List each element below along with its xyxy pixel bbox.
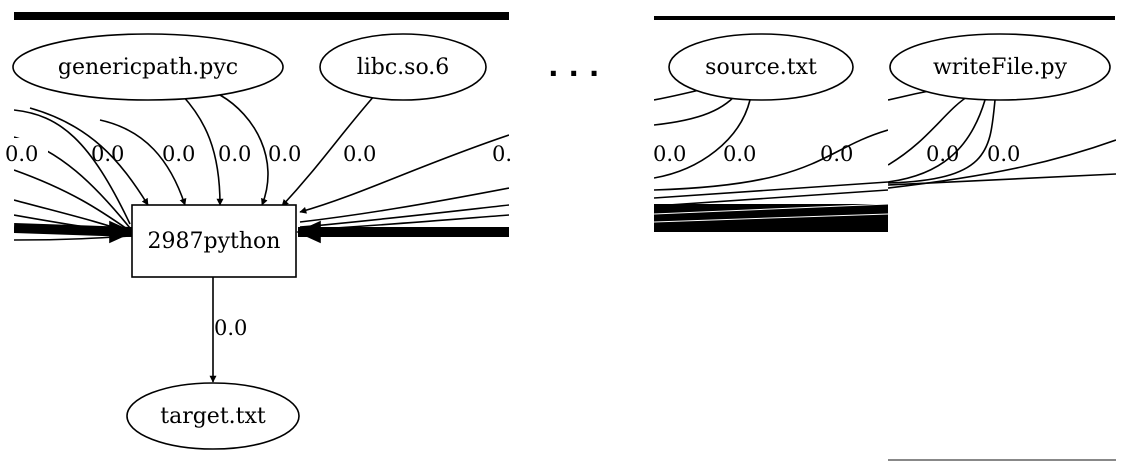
- edge-label: 0.0: [5, 142, 38, 166]
- edge-genericpath-2: [181, 94, 224, 206]
- edge-mid-e: [654, 181, 888, 199]
- edge-right-d: [299, 214, 509, 231]
- node-writefile-label: writeFile.py: [933, 55, 1068, 80]
- arrowhead-left: [109, 220, 134, 244]
- node-source[interactable]: [668, 33, 854, 101]
- right-panel-top-border: [654, 16, 1115, 20]
- left-nodes: genericpath.pyc libc.so.6 2987python tar…: [12, 33, 487, 450]
- edge-libc: [281, 94, 376, 207]
- edge-label: 0.0: [820, 142, 853, 166]
- edge-genericpath-3: [219, 94, 269, 206]
- node-writefile[interactable]: [889, 33, 1111, 101]
- edge-right-b: [299, 187, 509, 223]
- edge-right-panel-b: [888, 94, 971, 166]
- middle-edges: [654, 84, 888, 232]
- left-edges: [14, 94, 509, 383]
- edge-right-a: [299, 134, 509, 214]
- edge-mid-c: [654, 99, 751, 179]
- node-source-label: source.txt: [705, 55, 817, 80]
- edge-label: 0.0: [653, 142, 686, 166]
- edge-right-panel-d: [888, 99, 996, 184]
- edge-label: 0.0: [987, 142, 1020, 166]
- edge-mid-d: [654, 129, 888, 191]
- edge-right-panel-f: [888, 173, 1116, 186]
- edge-label: 0.0: [218, 142, 251, 166]
- left-panel-top-border: [14, 12, 509, 20]
- node-genericpath-label: genericpath.pyc: [58, 55, 238, 80]
- edge-genericpath-1: [99, 119, 187, 206]
- edge-label: 0.0: [343, 142, 376, 166]
- edge-label: 0.0: [91, 142, 124, 166]
- left-edge-labels: 0.0 0.0 0.0 0.0 0.0 0.0 0. 0.0: [5, 138, 512, 340]
- left-panel: genericpath.pyc libc.so.6 2987python tar…: [5, 12, 512, 450]
- edge-mid-h: [654, 213, 888, 223]
- ellipsis-separator: . . .: [548, 50, 599, 83]
- right-panel-bottom-border: [888, 459, 1116, 461]
- node-target[interactable]: [126, 382, 300, 450]
- edge-right-panel-c: [888, 99, 986, 183]
- node-python-process-label: 2987python: [148, 229, 281, 254]
- right-panel: writeFile.py 0.0 0.0: [888, 33, 1116, 461]
- edge-mid-g: [654, 203, 888, 215]
- edge-left-c: [14, 169, 131, 232]
- edge-label: 0.0: [162, 142, 195, 166]
- edge-upper-1: [29, 107, 149, 206]
- middle-panel: source.txt 0.0 0.0 0.0: [653, 16, 1115, 232]
- edge-label: 0.0: [723, 142, 756, 166]
- edge-left-a: [14, 109, 131, 225]
- edge-mid-f: [654, 189, 888, 207]
- edge-label: 0.0: [268, 142, 301, 166]
- edge-label: 0.: [492, 142, 512, 166]
- node-target-label: target.txt: [160, 404, 266, 429]
- node-libc[interactable]: [319, 33, 487, 101]
- edge-right-c: [299, 204, 509, 228]
- node-python-process[interactable]: [131, 204, 297, 278]
- edge-label: 0.0: [214, 316, 247, 340]
- node-libc-label: libc.so.6: [357, 55, 450, 80]
- edge-label: 0.0: [926, 142, 959, 166]
- arrowhead-right: [296, 220, 321, 244]
- node-genericpath[interactable]: [12, 33, 284, 101]
